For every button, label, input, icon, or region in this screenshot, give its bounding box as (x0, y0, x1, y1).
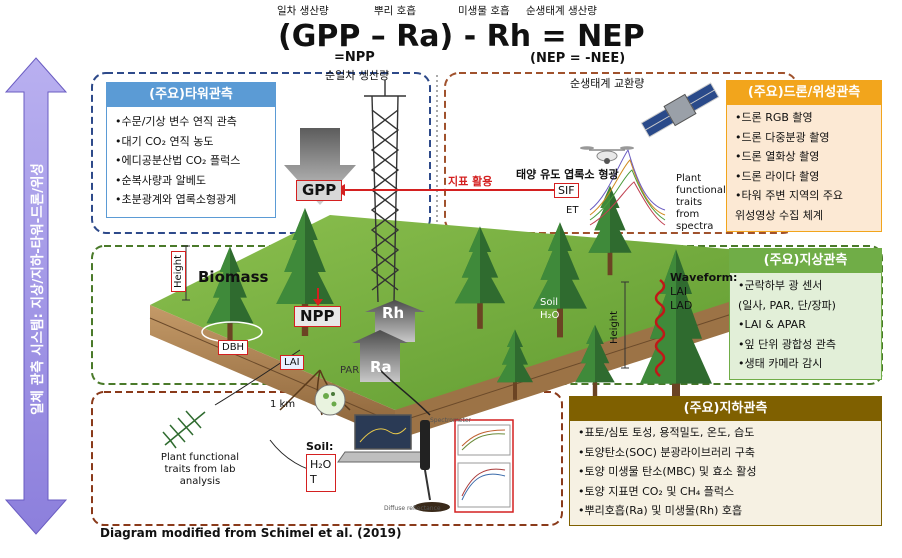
et-label: ET (566, 205, 579, 216)
soil-item: •토양탄소(SOC) 분광라이브러리 구축 (578, 445, 755, 459)
ground-panel: (주요)지상관측 •군락하부 광 센서 (일사, PAR, 단/장파) •LAI… (729, 248, 882, 380)
ground-panel-list: •군락하부 광 센서 (일사, PAR, 단/장파) •LAI & APAR •… (730, 273, 881, 379)
diffuse-label: Diffuse reflectance (384, 505, 441, 512)
lai-label: LAI (280, 355, 304, 370)
nee-top-label: 순생태계 교환량 (570, 77, 645, 90)
height-markers (182, 245, 629, 369)
drone-panel-list: •드론 RGB 촬영 •드론 다중분광 촬영 •드론 열화상 촬영 •드론 라이… (727, 105, 881, 230)
npp-top-label: 순일차 생산량 (325, 69, 390, 82)
tower-item: •수문/기상 변수 연직 관측 (115, 115, 237, 128)
sif-label: SIF (554, 183, 579, 198)
npp-label: NPP (294, 306, 341, 327)
side-arrow-text-wrap: 일체 관측 시스템: 지상/지하-타워-드론/위성 (21, 163, 51, 415)
soil-item: •표토/심토 토성, 용적밀도, 온도, 습도 (578, 426, 755, 439)
tower-item: •순복사량과 알베도 (115, 173, 206, 187)
biomass-label: Biomass (198, 268, 269, 286)
flux-tower (364, 80, 406, 303)
ra-arrow (352, 330, 408, 382)
sif-arrow-label: 지표 활용 (448, 175, 493, 188)
drone-item: •타워 주변 지역의 주요 (735, 189, 844, 202)
nep-korean-label: 순생태계 생산량 (526, 5, 597, 17)
gpp-label: GPP (296, 180, 343, 201)
soil-temp-value: T (310, 473, 317, 486)
tower-item: •대기 CO₂ 연직 농도 (115, 134, 214, 148)
lab-spectra-plots (454, 419, 514, 513)
tower-item: •초분광계와 엽록소형광계 (115, 193, 237, 206)
lidar-waveform (654, 279, 666, 377)
gpp-korean-label: 일차 생산량 (277, 5, 329, 17)
ground-item: (일사, PAR, 단/장파) (738, 298, 836, 312)
side-arrow-text: 일체 관측 시스템: 지상/지하-타워-드론/위성 (30, 163, 46, 415)
rh-label: Rh (382, 304, 405, 322)
drone-icon (580, 146, 634, 164)
waveform-lai-label: LAI (670, 285, 688, 298)
drone-item: •드론 라이다 촬영 (735, 169, 820, 183)
tower-item: •에디공분산법 CO₂ 플럭스 (115, 154, 241, 167)
soil-item: •뿌리호흡(Ra) 및 미생물(Rh) 호흡 (578, 504, 743, 517)
soil-panel: (주요)지하관측 •표토/심토 토성, 용적밀도, 온도, 습도 •토양탄소(S… (569, 396, 882, 526)
tower-panel-title: (주요)타워관측 (107, 83, 275, 107)
sun-induced-label: 태양 유도 엽록소 형광 (516, 168, 619, 181)
dbh-label: DBH (218, 340, 249, 355)
ground-item: •군락하부 광 센서 (738, 279, 823, 292)
ground-item: •LAI & APAR (738, 318, 806, 331)
soil-sensor-label: Soil: (306, 440, 334, 453)
soil-h2o-value: H₂O (310, 458, 332, 471)
soil-panel-list: •표토/심토 토성, 용적밀도, 온도, 습도 •토양탄소(SOC) 분광라이브… (570, 421, 881, 526)
spectrometer-device (379, 369, 450, 512)
pft-spectra-label: Plant functional traits from spectra (676, 173, 726, 232)
par-label: PAR (340, 365, 360, 376)
ra-korean-label: 뿌리 호흡 (374, 5, 416, 17)
tower-frame (91, 72, 431, 234)
soil-sensor-box: H₂O T (306, 454, 336, 492)
ground-panel-title: (주요)지상관측 (730, 249, 881, 273)
root-zone (279, 369, 351, 416)
laptop-icon (337, 414, 429, 463)
height-label-left: Height (171, 250, 186, 292)
soil-item: •토양 미생물 탄소(MBC) 및 효소 활성 (578, 465, 757, 478)
soil-panel-title: (주요)지하관측 (570, 397, 881, 421)
carbon-balance-formula: (GPP – Ra) - Rh = NEP (278, 19, 645, 54)
side-double-arrow (4, 57, 68, 535)
waveform-lad-label: LAD (670, 299, 693, 312)
drone-item: •드론 RGB 촬영 (735, 111, 813, 124)
distance-label: 1 km (270, 399, 296, 410)
drone-item: •드론 열화상 촬영 (735, 150, 820, 163)
npp-note: =NPP (334, 50, 375, 65)
figure-caption: Diagram modified from Schimel et al. (20… (100, 526, 402, 540)
drone-panel: (주요)드론/위성관측 •드론 RGB 촬영 •드론 다중분광 촬영 •드론 열… (726, 80, 882, 232)
satellite-icon (640, 82, 720, 138)
waveform-label: Waveform: (670, 271, 738, 284)
ground-item: •생태 카메라 감시 (738, 357, 823, 370)
height-label-right: Height (609, 310, 620, 344)
soil-h2o-label: Soil H₂O (540, 297, 560, 321)
gpp-arrow (284, 128, 356, 205)
ground-item: •잎 단위 광합성 관측 (738, 337, 836, 351)
nee-note: (NEP = -NEE) (530, 51, 626, 66)
tower-panel: (주요)타워관측 •수문/기상 변수 연직 관측 •대기 CO₂ 연직 농도 •… (106, 82, 276, 218)
pine-sprig-icon (162, 410, 206, 449)
spectra-plot (589, 148, 666, 226)
drone-item: 위성영상 수집 체계 (735, 208, 823, 222)
pft-lab-label: Plant functional traits from lab analysi… (160, 452, 240, 487)
drone-panel-title: (주요)드론/위성관측 (727, 81, 881, 105)
spectrometer-label: Spectrometer (430, 417, 472, 424)
drone-item: •드론 다중분광 촬영 (735, 130, 830, 144)
tower-panel-list: •수문/기상 변수 연직 관측 •대기 CO₂ 연직 농도 •에디공분산법 CO… (107, 107, 275, 215)
ra-label: Ra (370, 358, 392, 376)
rh-korean-label: 미생물 호흡 (458, 5, 510, 17)
soil-item: •토양 지표면 CO₂ 및 CH₄ 플럭스 (578, 484, 735, 498)
